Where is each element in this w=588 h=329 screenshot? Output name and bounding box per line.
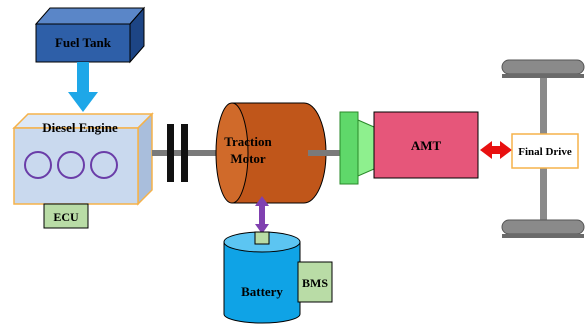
motor-shaft xyxy=(308,150,340,156)
fuel-tank-label: Fuel Tank xyxy=(55,35,112,50)
cylinder-2 xyxy=(57,151,85,179)
final-drive-box: Final Drive xyxy=(511,133,579,169)
final-drive-label: Final Drive xyxy=(518,146,572,158)
traction-motor-label-line2: Motor xyxy=(230,151,266,166)
clutch xyxy=(167,124,188,182)
coupler xyxy=(339,111,375,185)
fuel-flow-arrow xyxy=(68,62,98,112)
traction-motor: Traction Motor xyxy=(215,102,327,204)
amt-box: AMT xyxy=(373,111,479,179)
amt-label: AMT xyxy=(411,138,442,153)
ecu-label: ECU xyxy=(53,210,79,224)
rear-wheel xyxy=(501,219,585,235)
traction-motor-label-line1: Traction xyxy=(224,134,272,149)
ecu-box: ECU xyxy=(43,203,89,229)
cylinder-3 xyxy=(90,151,118,179)
bms-label: BMS xyxy=(302,276,328,290)
battery: Battery xyxy=(223,231,301,324)
fuel-tank: Fuel Tank xyxy=(34,6,146,64)
battery-terminal xyxy=(254,231,270,245)
drive-arrow xyxy=(480,141,512,159)
front-wheel xyxy=(501,59,585,75)
battery-link-arrow xyxy=(255,196,269,234)
cylinder-1 xyxy=(24,151,52,179)
diesel-engine-label: Diesel Engine xyxy=(42,120,118,135)
bms-box: BMS xyxy=(297,261,333,303)
battery-label: Battery xyxy=(241,284,283,299)
diesel-engine: Diesel Engine xyxy=(12,112,154,206)
